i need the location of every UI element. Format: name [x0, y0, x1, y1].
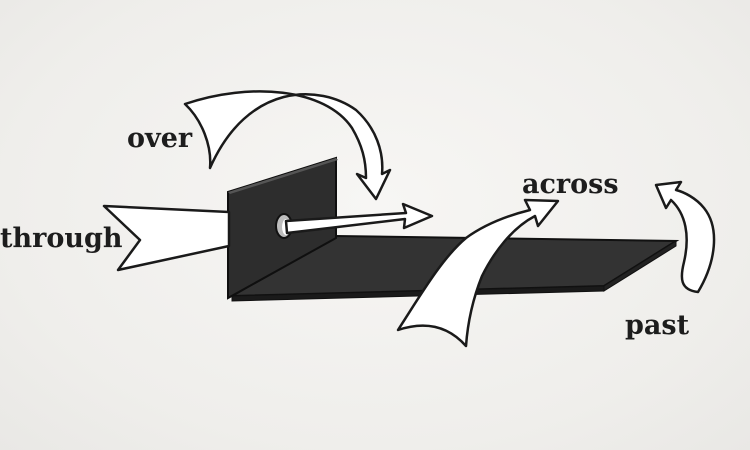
- through-arrow: [102, 202, 434, 272]
- wall-top-edge: [228, 158, 338, 194]
- through-arrow-tail: [102, 204, 231, 272]
- over-arrow: [183, 90, 392, 201]
- across-arrow: [396, 198, 560, 348]
- through-arrow-shaft: [284, 202, 434, 235]
- label-past: past: [625, 310, 690, 341]
- past-arrow: [654, 180, 716, 294]
- label-over: over: [127, 123, 193, 154]
- plank-side-edge: [603, 240, 677, 292]
- label-through: through: [0, 223, 123, 254]
- label-across: across: [522, 169, 619, 200]
